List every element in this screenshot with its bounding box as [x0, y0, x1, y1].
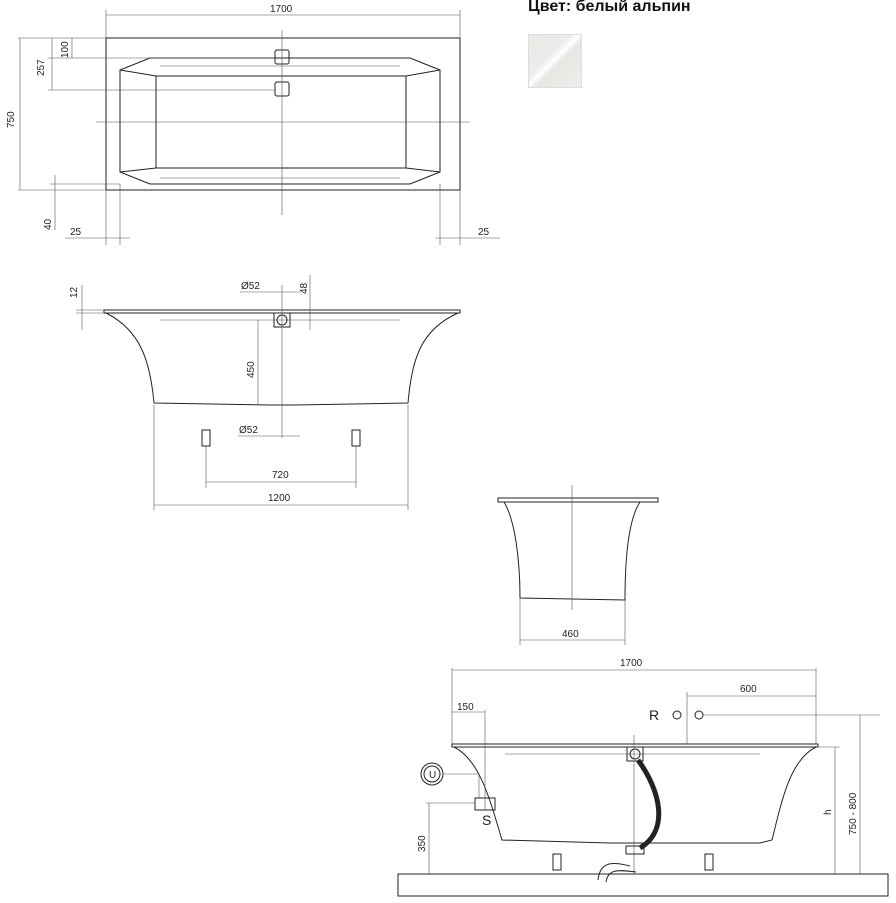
- top-width-label: 750: [6, 111, 17, 128]
- dim-150-label: 150: [457, 702, 474, 713]
- dim-25-right-label: 25: [478, 227, 490, 238]
- bottom-length-label: 1200: [268, 493, 291, 504]
- installation-view: 1700 600 150 R U S 350 h 750 - 800: [397, 658, 889, 897]
- end-bottom-width-label: 460: [562, 629, 579, 640]
- dim-450-label: 450: [246, 361, 257, 378]
- dim-48-label: 48: [299, 282, 310, 294]
- label-s: S: [482, 812, 491, 828]
- end-view: 460: [497, 485, 659, 645]
- overflow-diameter-label: Ø52: [241, 281, 260, 292]
- dim-12-label: 12: [69, 286, 80, 298]
- side-view: 12 Ø52 48 450 Ø52 720 1200: [69, 275, 461, 510]
- dim-25-left-label: 25: [70, 227, 82, 238]
- dim-600-label: 600: [740, 684, 757, 695]
- dim-257-label: 257: [36, 59, 47, 76]
- height-range-label: 750 - 800: [848, 792, 859, 835]
- label-u: U: [429, 770, 436, 781]
- color-label: Цвет: белый альпин: [528, 0, 691, 15]
- top-length-label: 1700: [270, 4, 293, 15]
- feet-spacing-label: 720: [272, 470, 289, 481]
- color-swatch: [528, 34, 582, 88]
- top-view: 1700 750 100 257 40 25 25: [6, 4, 500, 245]
- dim-350-label: 350: [417, 835, 428, 852]
- drain-diameter-label: Ø52: [239, 425, 258, 436]
- label-h: h: [823, 809, 834, 815]
- label-r: R: [649, 707, 659, 723]
- dim-40-label: 40: [43, 218, 54, 230]
- install-length-label: 1700: [620, 658, 643, 669]
- dim-100-label: 100: [60, 41, 71, 58]
